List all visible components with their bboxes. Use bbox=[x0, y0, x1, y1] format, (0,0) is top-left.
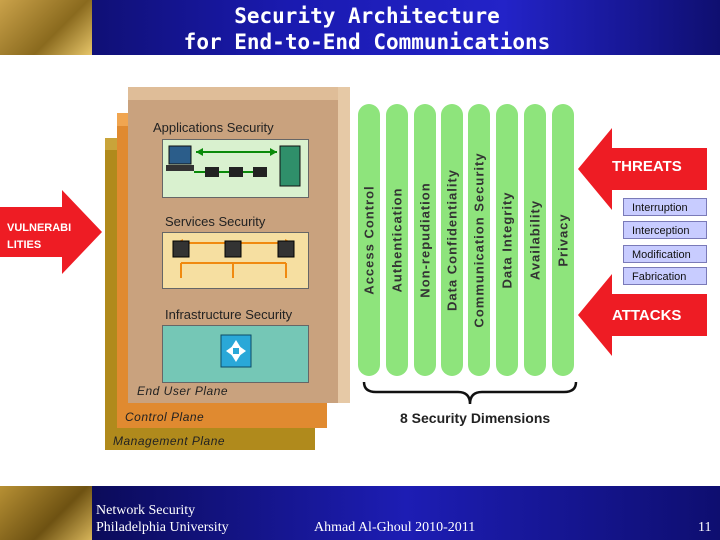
dimension-availability: Availability bbox=[524, 104, 546, 376]
infrastructure-security-label: Infrastructure Security bbox=[165, 307, 293, 322]
title-bar bbox=[0, 0, 720, 55]
threats-label: THREATS bbox=[612, 158, 682, 175]
dimension-communication-security: Communication Security bbox=[468, 104, 490, 376]
end-user-plane-side bbox=[338, 87, 350, 403]
control-plane-label: Control Plane bbox=[125, 410, 205, 424]
slide-title-line2: for End-to-End Communications bbox=[183, 30, 551, 54]
dimensions-brace bbox=[362, 381, 578, 405]
management-plane-label: Management Plane bbox=[113, 434, 226, 448]
dimension-data-integrity: Data Integrity bbox=[496, 104, 518, 376]
footer-corner-decoration bbox=[0, 486, 92, 540]
footer-bar bbox=[92, 486, 720, 540]
vulnerabilities-label: VULNERABI LITIES bbox=[7, 222, 72, 251]
services-security-box bbox=[162, 232, 309, 289]
applications-network-icon bbox=[166, 145, 301, 187]
switch-icon bbox=[220, 334, 252, 368]
threats-arrow bbox=[578, 128, 707, 210]
applications-security-box bbox=[162, 139, 309, 198]
security-dimensions-label: 8 Security Dimensions bbox=[400, 410, 551, 426]
threat-interruption: Interruption bbox=[623, 198, 707, 216]
dimension-access-control: Access Control bbox=[358, 104, 380, 376]
dimension-authentication: Authentication bbox=[386, 104, 408, 376]
attacks-arrow bbox=[578, 274, 707, 356]
dimension-data-confidentiality: Data Confidentiality bbox=[441, 104, 463, 376]
footer-author: Ahmad Al-Ghoul 2010-2011 bbox=[314, 520, 476, 535]
footer-course: Network Security bbox=[96, 503, 196, 518]
end-user-plane-top bbox=[128, 87, 350, 100]
end-user-plane-label: End User Plane bbox=[137, 384, 229, 398]
slide-title-line1: Security Architecture bbox=[234, 4, 500, 28]
services-network-icon bbox=[172, 239, 295, 278]
page-number: 11 bbox=[698, 520, 712, 535]
vulnerabilities-arrow bbox=[0, 190, 102, 274]
threat-modification: Modification bbox=[623, 245, 707, 263]
corner-decoration bbox=[0, 0, 92, 55]
applications-security-label: Applications Security bbox=[153, 120, 274, 135]
services-security-label: Services Security bbox=[165, 214, 266, 229]
dimension-non-repudiation: Non-repudiation bbox=[414, 104, 436, 376]
infrastructure-security-box bbox=[162, 325, 309, 383]
dimension-privacy: Privacy bbox=[552, 104, 574, 376]
footer-university: Philadelphia University bbox=[96, 520, 229, 535]
threat-interception: Interception bbox=[623, 221, 707, 239]
attacks-label: ATTACKS bbox=[612, 307, 682, 324]
threat-fabrication: Fabrication bbox=[623, 267, 707, 285]
